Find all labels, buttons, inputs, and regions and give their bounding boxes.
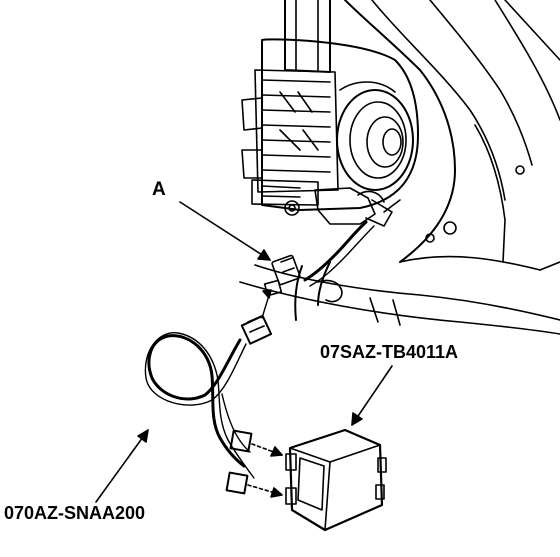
harness-part-number-label: 070AZ-SNAA200 — [4, 503, 146, 523]
wire-clip — [317, 279, 343, 303]
body-panel — [239, 0, 560, 335]
harness-arrow — [95, 429, 149, 503]
body-hole — [425, 233, 435, 243]
body-hole — [515, 165, 525, 175]
module-arrow — [351, 365, 393, 426]
control-module — [285, 428, 387, 532]
seat-belt-retractor — [241, 0, 419, 227]
callout-label-a: A — [152, 179, 166, 200]
connector-a — [271, 254, 301, 286]
retractor-harness — [263, 220, 375, 321]
body-hole — [443, 221, 457, 235]
adapter-harness — [144, 289, 273, 495]
callout-a-arrow — [179, 201, 271, 261]
module-part-number-label: 07SAZ-TB4011A — [320, 342, 459, 362]
connection-arrows — [247, 443, 283, 498]
